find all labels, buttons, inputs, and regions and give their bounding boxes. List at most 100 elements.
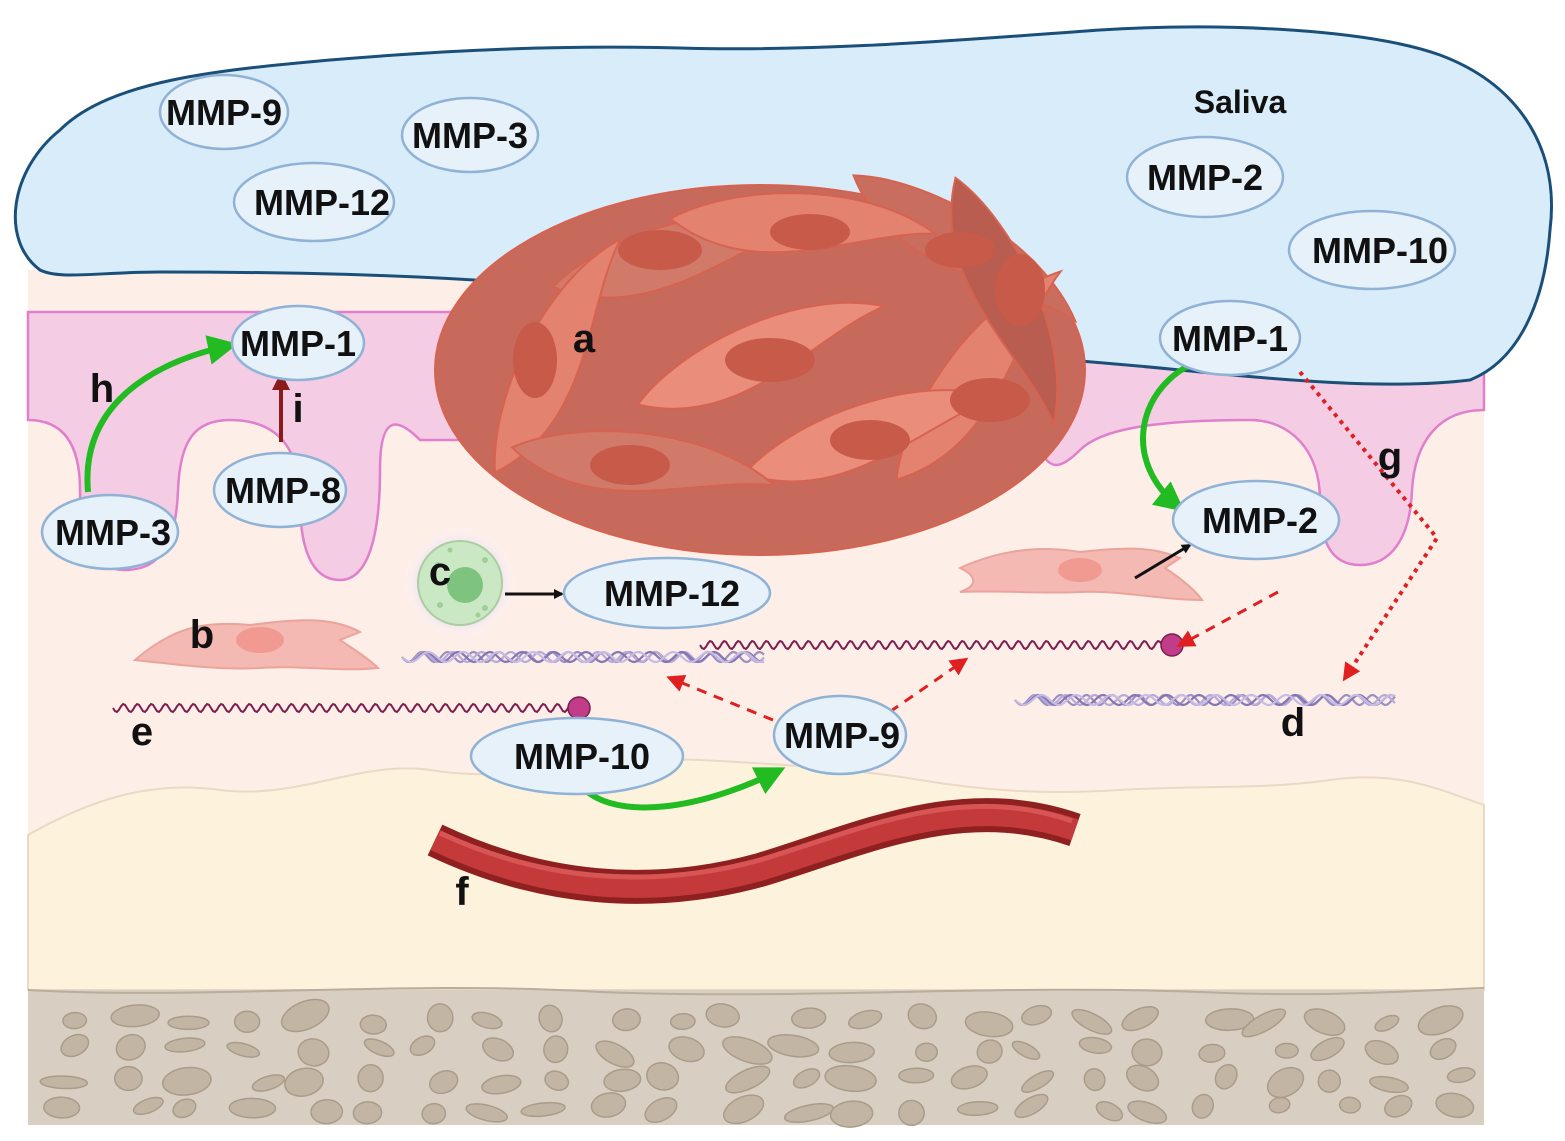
bone-blob bbox=[595, 1040, 635, 1068]
bone-blob bbox=[1274, 1042, 1299, 1059]
bone-blob bbox=[297, 1038, 330, 1067]
bone-blob bbox=[409, 1035, 436, 1057]
bone-blob bbox=[1021, 1004, 1053, 1026]
label-i: i bbox=[292, 387, 303, 431]
label-d: d bbox=[1281, 701, 1305, 745]
arrows bbox=[84, 335, 1440, 811]
bone-trabeculae bbox=[39, 998, 1476, 1128]
bone-blob bbox=[956, 1100, 999, 1117]
bone-blob bbox=[1369, 1075, 1409, 1094]
bone-boundary bbox=[27, 987, 1485, 996]
bone-blob bbox=[603, 1068, 642, 1093]
collagen-fibers bbox=[401, 650, 1396, 707]
bone-blob bbox=[482, 1037, 514, 1062]
mmp-label: MMP-3 bbox=[412, 115, 528, 156]
bone-blob bbox=[43, 1096, 81, 1119]
mmp-oval: MMP-9 bbox=[772, 694, 908, 776]
bone-blob bbox=[359, 1014, 388, 1035]
mmp-label: MMP-10 bbox=[514, 736, 650, 777]
green-arrow-mmp1-mmp2 bbox=[1140, 362, 1192, 512]
label-h: h bbox=[90, 367, 114, 411]
bone-blob bbox=[421, 1102, 447, 1125]
bone-blob bbox=[828, 1041, 875, 1064]
bone-blob bbox=[1317, 1069, 1342, 1093]
bone-blob bbox=[1303, 1008, 1346, 1036]
bone-blob bbox=[1214, 1063, 1238, 1090]
bone-blob bbox=[162, 1066, 212, 1096]
mmp-oval: MMP-9 bbox=[158, 73, 290, 151]
mmp-label: MMP-9 bbox=[166, 92, 282, 133]
bone-blob bbox=[725, 1065, 771, 1094]
bone-blob bbox=[352, 1101, 383, 1125]
red-dotted-arrow-g bbox=[1298, 370, 1440, 682]
blood-vessel-highlight bbox=[430, 804, 1079, 898]
mmp-label: MMP-3 bbox=[55, 512, 171, 553]
blood-vessel-shine bbox=[438, 803, 1073, 880]
bone-blob bbox=[544, 1070, 570, 1091]
mmp-label: MMP-8 bbox=[225, 470, 341, 511]
bone-blob bbox=[1011, 1040, 1041, 1060]
bone-blob bbox=[829, 1100, 874, 1128]
saliva-label: Saliva bbox=[1194, 84, 1287, 120]
bone-blob bbox=[426, 1003, 454, 1033]
bone-blob bbox=[907, 1003, 938, 1030]
mmp-label: MMP-1 bbox=[240, 323, 356, 364]
bone-blob bbox=[167, 1015, 210, 1031]
label-f: f bbox=[455, 870, 469, 914]
bone-blob bbox=[172, 1098, 197, 1119]
bone-blob bbox=[310, 1099, 344, 1125]
label-c: c bbox=[429, 550, 451, 594]
collagen-fiber bbox=[1014, 693, 1396, 707]
bone-blob bbox=[824, 1064, 877, 1093]
bone-blob bbox=[792, 1068, 821, 1089]
bone-blob bbox=[898, 1099, 925, 1127]
bone-blob bbox=[722, 1094, 765, 1125]
bone-blob bbox=[481, 1074, 522, 1095]
bone-blob bbox=[1374, 1014, 1400, 1032]
bone-blob bbox=[1198, 1043, 1226, 1063]
bone-blob bbox=[233, 1010, 261, 1033]
bone-blob bbox=[39, 1075, 89, 1090]
bone-blob bbox=[429, 1070, 459, 1095]
bone-blob bbox=[60, 1033, 90, 1058]
bone-blob bbox=[1191, 1093, 1215, 1119]
mmp-oval: MMP-2 bbox=[1171, 479, 1341, 561]
bone-blob bbox=[1078, 1036, 1113, 1054]
tumor-nuclei bbox=[513, 214, 1045, 485]
label-e: e bbox=[131, 710, 153, 754]
bone-blob bbox=[110, 1004, 160, 1028]
elastin-terminal bbox=[567, 696, 591, 720]
bone-blob bbox=[668, 1036, 705, 1063]
bone-blob bbox=[62, 1011, 88, 1030]
fibroblast bbox=[132, 619, 381, 671]
bone-blob bbox=[611, 1008, 642, 1032]
bone-blob bbox=[590, 1092, 627, 1118]
bone-blob bbox=[164, 1037, 206, 1053]
bone-blob bbox=[132, 1096, 164, 1116]
black-arrow-fibroblast-mmp2 bbox=[1134, 543, 1192, 580]
bone-blob bbox=[1266, 1066, 1305, 1099]
macrophage bbox=[404, 527, 516, 639]
bone-blob bbox=[363, 1038, 395, 1058]
bone-blob bbox=[1014, 1093, 1049, 1119]
mmp-oval: MMP-10 bbox=[1287, 209, 1457, 291]
bone-blob bbox=[1384, 1094, 1413, 1118]
bone-blob bbox=[1338, 1096, 1362, 1114]
bone-blob bbox=[1429, 1037, 1457, 1061]
bone-blob bbox=[1083, 1067, 1106, 1092]
bone-blob bbox=[1131, 1038, 1163, 1067]
macrophage-granules bbox=[435, 547, 488, 618]
mmp-oval: MMP-12 bbox=[232, 161, 396, 243]
red-dashed-arrow-mmp2-elastin bbox=[1176, 590, 1279, 647]
bone-blob bbox=[950, 1065, 988, 1090]
bone-blob bbox=[1125, 1064, 1160, 1092]
bone-blob bbox=[644, 1096, 678, 1124]
elastin-fiber bbox=[112, 696, 591, 720]
bone-blob bbox=[767, 1034, 820, 1058]
mmp-label: MMP-12 bbox=[254, 182, 390, 223]
bone-blob bbox=[520, 1101, 566, 1118]
bone-blob bbox=[471, 1011, 503, 1030]
bone-blob bbox=[790, 1007, 827, 1029]
tumor-cell-cluster bbox=[434, 143, 1093, 556]
